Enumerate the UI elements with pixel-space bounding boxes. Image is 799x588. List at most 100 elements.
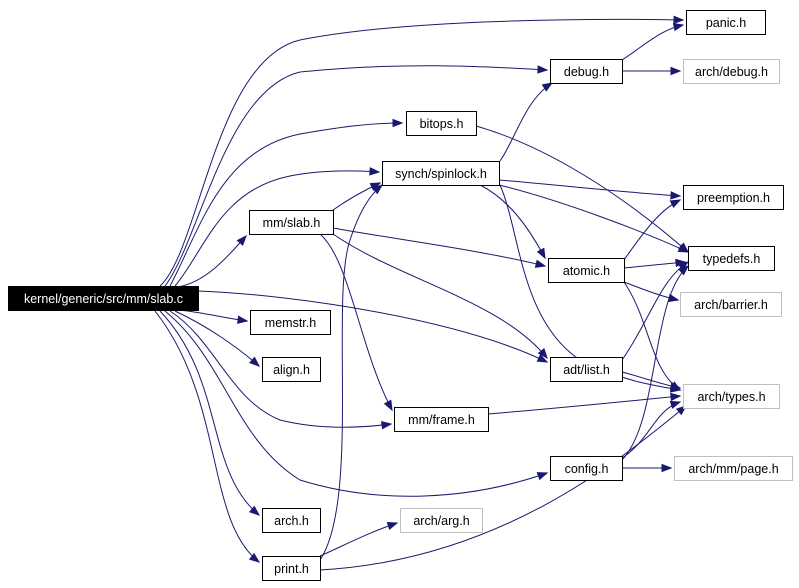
edge-slab_c-to-slab_h xyxy=(177,235,247,288)
node-box xyxy=(686,10,766,35)
node-align-h[interactable]: align.h xyxy=(262,357,321,382)
node-label: arch/debug.h xyxy=(695,65,768,79)
node-adt-list-h[interactable]: adt/list.h xyxy=(550,357,623,382)
node-box xyxy=(683,59,780,84)
edge-slab_c-to-align_h xyxy=(174,310,260,367)
arrowhead-atomic_h-to-preemption_h xyxy=(669,199,682,209)
edge-slab_c-to-memstr_h xyxy=(179,309,248,322)
edge-slab_c-to-arch_h xyxy=(159,310,260,516)
node-label: debug.h xyxy=(564,65,609,79)
node-box xyxy=(680,292,782,317)
node-config-h[interactable]: config.h xyxy=(550,456,623,481)
edge-spinlock_h-to-arch_types_h xyxy=(499,184,681,391)
arrowhead-slab_c-to-arch_h xyxy=(248,505,261,516)
node-debug-h[interactable]: debug.h xyxy=(550,59,623,84)
node-label: mm/slab.h xyxy=(263,216,321,230)
node-box xyxy=(688,246,775,271)
node-spinlock-h[interactable]: synch/spinlock.h xyxy=(382,161,500,186)
node-arch-arg-h: arch/arg.h xyxy=(400,508,483,533)
arrowhead-config_h-to-arch_types_h xyxy=(669,400,682,409)
node-label: arch/mm/page.h xyxy=(688,462,778,476)
node-arch-mm-page-h: arch/mm/page.h xyxy=(674,456,793,481)
node-box xyxy=(394,407,489,432)
arrowhead-slab_c-to-print_h xyxy=(248,552,261,563)
node-arch-debug-h: arch/debug.h xyxy=(683,59,780,84)
node-label: typedefs.h xyxy=(703,252,761,266)
node-box xyxy=(406,111,477,136)
edge-spinlock_h-to-preemption_h xyxy=(498,179,681,197)
arrowhead-debug_h-to-panic_h xyxy=(672,22,685,32)
node-label: mm/frame.h xyxy=(408,413,475,427)
node-box xyxy=(382,161,500,186)
node-box xyxy=(683,384,780,409)
node-label: arch/barrier.h xyxy=(694,298,768,312)
edge-slab_c-to-debug_h xyxy=(164,65,548,287)
node-box xyxy=(683,185,784,210)
arrowhead-slab_h-to-atomic_h xyxy=(534,259,547,268)
node-slab-c[interactable]: kernel/generic/src/mm/slab.c xyxy=(8,286,199,311)
node-box xyxy=(550,357,623,382)
arrowhead-slab_c-to-adt_list_h xyxy=(536,354,549,363)
node-frame-h[interactable]: mm/frame.h xyxy=(394,407,489,432)
arrowhead-adt_list_h-to-typedefs_h xyxy=(677,261,690,271)
node-preemption-h[interactable]: preemption.h xyxy=(683,185,784,210)
arrowhead-print_h-to-spinlock_h xyxy=(371,184,384,195)
arrowhead-debug_h-to-arch_debug_h xyxy=(670,66,682,76)
node-box xyxy=(262,556,321,581)
arrowhead-slab_c-to-memstr_h xyxy=(237,315,249,324)
node-box xyxy=(548,258,625,283)
edge-print_h-to-arch_arg_h xyxy=(319,522,398,557)
edge-spinlock_h-to-atomic_h xyxy=(479,184,546,259)
arrowhead-slab_h-to-adt_list_h xyxy=(537,347,548,360)
edge-spinlock_h-to-typedefs_h xyxy=(498,184,689,253)
node-label: panic.h xyxy=(706,16,746,30)
node-label: arch.h xyxy=(274,514,309,528)
node-box xyxy=(400,508,483,533)
node-box xyxy=(674,456,793,481)
node-typedefs-h[interactable]: typedefs.h xyxy=(688,246,775,271)
node-box xyxy=(550,456,623,481)
node-panic-h[interactable]: panic.h xyxy=(686,10,766,35)
node-label: print.h xyxy=(274,562,309,576)
arrowhead-spinlock_h-to-preemption_h xyxy=(670,191,682,200)
arrowhead-spinlock_h-to-typedefs_h xyxy=(677,244,690,253)
arrowhead-slab_c-to-align_h xyxy=(249,356,261,367)
node-box xyxy=(262,357,321,382)
node-atomic-h[interactable]: atomic.h xyxy=(548,258,625,283)
node-label: atomic.h xyxy=(563,264,610,278)
node-label: bitops.h xyxy=(420,117,464,131)
node-arch-types-h: arch/types.h xyxy=(683,384,780,409)
arrowhead-slab_c-to-bitops_h xyxy=(392,118,404,128)
node-box xyxy=(249,210,334,235)
edge-slab_h-to-adt_list_h xyxy=(332,233,548,359)
node-slab-h[interactable]: mm/slab.h xyxy=(249,210,334,235)
edge-slab_c-to-bitops_h xyxy=(169,122,403,287)
edge-slab_c-to-panic_h xyxy=(159,18,684,287)
edge-atomic_h-to-arch_types_h xyxy=(623,281,681,391)
graph-nodes: kernel/generic/src/mm/slab.c panic.h debug… xyxy=(8,10,793,581)
arrowhead-frame_h-to-arch_types_h xyxy=(670,392,682,402)
edge-slab_h-to-atomic_h xyxy=(332,227,546,267)
node-label: adt/list.h xyxy=(563,363,610,377)
edge-debug_h-to-panic_h xyxy=(621,24,684,61)
node-label: arch/arg.h xyxy=(413,514,469,528)
node-memstr-h[interactable]: memstr.h xyxy=(250,310,331,335)
node-box xyxy=(250,310,331,335)
edge-print_h-to-spinlock_h xyxy=(319,184,383,561)
node-bitops-h[interactable]: bitops.h xyxy=(406,111,477,136)
edge-atomic_h-to-preemption_h xyxy=(623,199,681,261)
edge-slab_h-to-frame_h xyxy=(319,233,393,411)
edge-slab_c-to-config_h xyxy=(164,310,548,497)
edge-slab_c-to-adt_list_h xyxy=(197,290,548,363)
node-label: synch/spinlock.h xyxy=(395,167,487,181)
edge-adt_list_h-to-typedefs_h xyxy=(621,261,689,361)
node-print-h[interactable]: print.h xyxy=(262,556,321,581)
node-box xyxy=(262,508,321,533)
arrowhead-spinlock_h-to-atomic_h xyxy=(536,247,546,260)
node-arch-h[interactable]: arch.h xyxy=(262,508,321,533)
node-label: align.h xyxy=(273,363,310,377)
arrowhead-print_h-to-arch_arg_h xyxy=(386,521,399,531)
edge-slab_c-to-frame_h xyxy=(169,310,392,428)
edge-frame_h-to-arch_types_h xyxy=(487,395,681,415)
